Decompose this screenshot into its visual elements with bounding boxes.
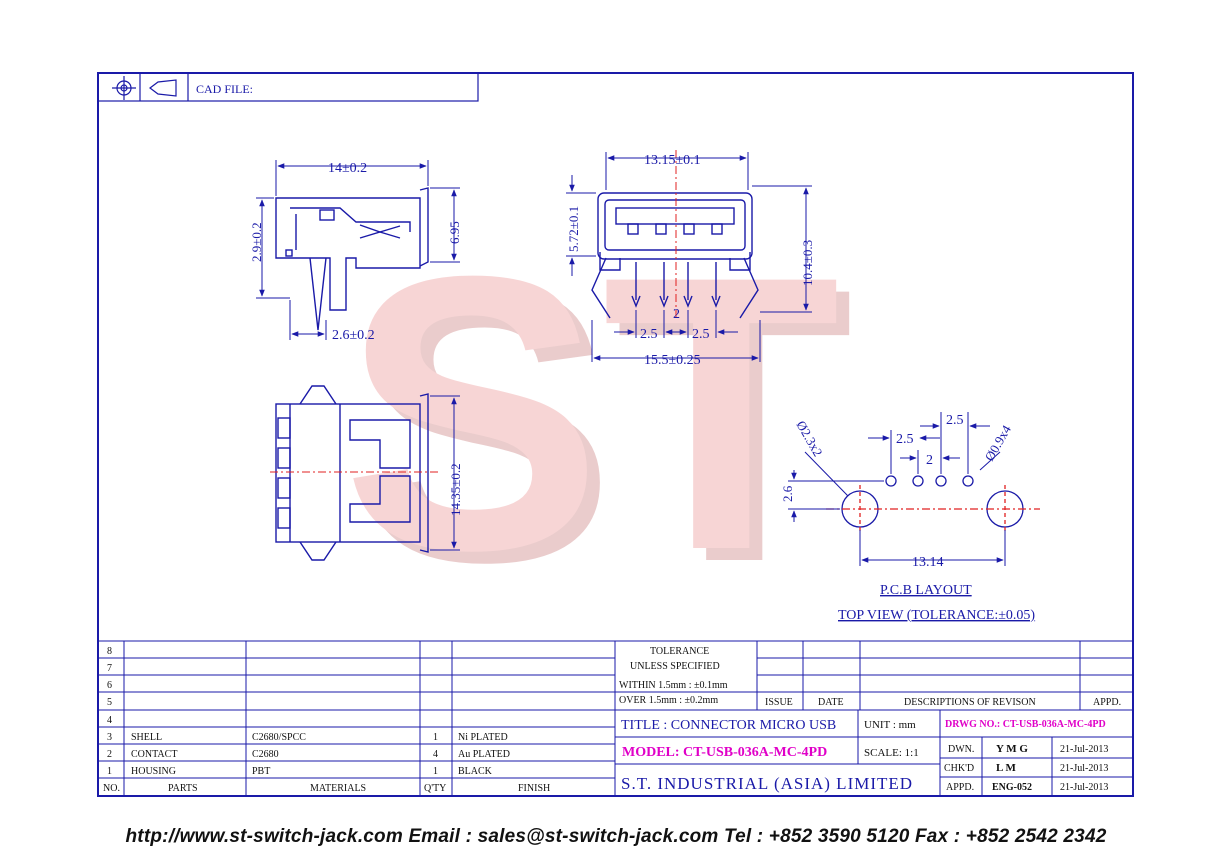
revision-date-header: DATE — [818, 697, 844, 708]
dwn-name: Y M G — [996, 743, 1028, 755]
model-text: MODEL: CT-USB-036A-MC-4PD — [622, 745, 827, 760]
bom-cell-materials: C2680/SPCC — [252, 732, 306, 743]
contact-footer: http://www.st-switch-jack.com Email : sa… — [125, 826, 1107, 847]
bom-row: 2 CONTACT C2680 4 Au PLATED — [107, 749, 510, 760]
front-view-dims — [566, 150, 812, 362]
pcb-layout-subtitle: TOP VIEW (TOLERANCE:±0.05) — [838, 608, 1035, 623]
bom-cell-no: 8 — [107, 646, 112, 657]
bom-cell-parts: SHELL — [131, 732, 162, 743]
side-view — [275, 187, 429, 331]
bom-cell-qty: 1 — [433, 732, 438, 743]
bom-cell-no: 5 — [107, 697, 112, 708]
tolerance-line4: OVER 1.5mm : ±0.2mm — [619, 695, 718, 706]
dim-pcb-pitch-mid: 2 — [926, 453, 933, 468]
cad-header — [97, 72, 479, 102]
tolerance-revision-grid — [615, 640, 1133, 711]
pcb-layout-title: P.C.B LAYOUT — [880, 583, 972, 598]
watermark-logo: ST ST — [342, 195, 853, 643]
chkd-name: L M — [996, 762, 1016, 774]
pcb-layout — [826, 475, 1040, 533]
bom-header-no: NO. — [103, 783, 120, 794]
dim-front-pitch-right: 2.5 — [692, 327, 710, 342]
tolerance-line3: WITHIN 1.5mm : ±0.1mm — [619, 680, 728, 691]
bom-row: 6 — [107, 680, 112, 691]
title-block-grid — [615, 710, 1133, 796]
bom-cell-qty: 4 — [433, 749, 438, 760]
bom-cell-materials: PBT — [252, 766, 270, 777]
bom-cell-finish: BLACK — [458, 766, 493, 777]
bom-row: 1 HOUSING PBT 1 BLACK — [107, 766, 493, 777]
top-view-dims — [270, 395, 460, 551]
dim-front-left: 5.72±0.1 — [566, 206, 581, 252]
revision-desc-header: DESCRIPTIONS OF REVISON — [904, 697, 1036, 708]
title-text: TITLE : CONNECTOR MICRO USB — [621, 718, 836, 733]
bom-header-finish: FINISH — [518, 783, 550, 794]
scale-text: SCALE: 1:1 — [864, 747, 919, 759]
revision-appd-header: APPD. — [1093, 697, 1121, 708]
svg-text:ST: ST — [342, 195, 840, 631]
bom-rows: 8 7 6 5 4 3 SHELL C2680/SPCC 1 Ni PLATED 2 CONTACT C… — [107, 646, 510, 777]
bom-cell-materials: C2680 — [252, 749, 279, 760]
appd-date: 21-Jul-2013 — [1060, 782, 1108, 793]
side-view-dims — [256, 160, 460, 340]
dim-side-height-left: 2.9±0.2 — [249, 222, 264, 262]
company-name: S.T. INDUSTRIAL (ASIA) LIMITED — [621, 774, 913, 793]
bom-cell-finish: Au PLATED — [458, 749, 510, 760]
dim-pcb-pin: Ø0.9x4 — [982, 422, 1015, 463]
bom-row: 7 — [107, 663, 112, 674]
bom-cell-no: 6 — [107, 680, 112, 691]
bom-cell-no: 3 — [107, 732, 112, 743]
bom-header-qty: Q'TY — [424, 783, 446, 794]
dim-top-right: 14.35±0.2 — [448, 463, 463, 516]
revision-issue-header: ISSUE — [765, 697, 793, 708]
bom-header-materials: MATERIALS — [310, 783, 366, 794]
dim-pcb-vertical: 2.6 — [780, 485, 795, 502]
bom-row: 3 SHELL C2680/SPCC 1 Ni PLATED — [107, 732, 508, 743]
dim-front-top: 13.15±0.1 — [644, 153, 701, 168]
tolerance-line2: UNLESS SPECIFIED — [630, 661, 720, 672]
dim-front-pitch-mid: 2 — [673, 307, 680, 322]
bom-cell-qty: 1 — [433, 766, 438, 777]
dim-pcb-pitch-top: 2.5 — [946, 413, 964, 428]
chkd-date: 21-Jul-2013 — [1060, 763, 1108, 774]
dwn-label: DWN. — [948, 744, 974, 755]
chkd-label: CHK'D — [944, 763, 974, 774]
dim-side-height-right: 6.95 — [447, 221, 462, 244]
pcb-dims — [788, 412, 1006, 566]
bom-cell-no: 2 — [107, 749, 112, 760]
front-view — [591, 192, 759, 319]
top-view — [275, 385, 429, 561]
dim-pcb-span: 13.14 — [912, 555, 944, 570]
bom-cell-no: 4 — [107, 715, 112, 726]
dim-side-width: 14±0.2 — [328, 161, 367, 176]
dim-front-pitch-left: 2.5 — [640, 327, 658, 342]
cad-file-label: CAD FILE: — [196, 82, 253, 96]
bom-row: 5 — [107, 697, 112, 708]
bom-row: 4 — [107, 715, 112, 726]
appd-name: ENG-052 — [992, 782, 1032, 793]
bom-row: 8 — [107, 646, 112, 657]
dwn-date: 21-Jul-2013 — [1060, 744, 1108, 755]
dim-front-bottom: 15.5±0.25 — [644, 353, 701, 368]
unit-text: UNIT : mm — [864, 719, 916, 731]
tolerance-line1: TOLERANCE — [650, 646, 709, 657]
bom-cell-finish: Ni PLATED — [458, 732, 508, 743]
svg-text:ST: ST — [355, 207, 853, 643]
appd-label: APPD. — [946, 782, 974, 793]
bom-header-parts: PARTS — [168, 783, 198, 794]
bom-cell-no: 7 — [107, 663, 112, 674]
dim-side-bottom: 2.6±0.2 — [332, 328, 375, 343]
bom-cell-parts: CONTACT — [131, 749, 177, 760]
bom-header-row: NO. PARTS MATERIALS Q'TY FINISH — [103, 783, 550, 794]
bom-cell-parts: HOUSING — [131, 766, 176, 777]
bom-table-grid — [98, 640, 616, 796]
bom-cell-no: 1 — [107, 766, 112, 777]
dim-pcb-pitch-left: 2.5 — [896, 432, 914, 447]
dim-front-right: 10.4±0.3 — [800, 240, 815, 286]
drawing-number: DRWG NO.: CT-USB-036A-MC-4PD — [945, 719, 1106, 730]
